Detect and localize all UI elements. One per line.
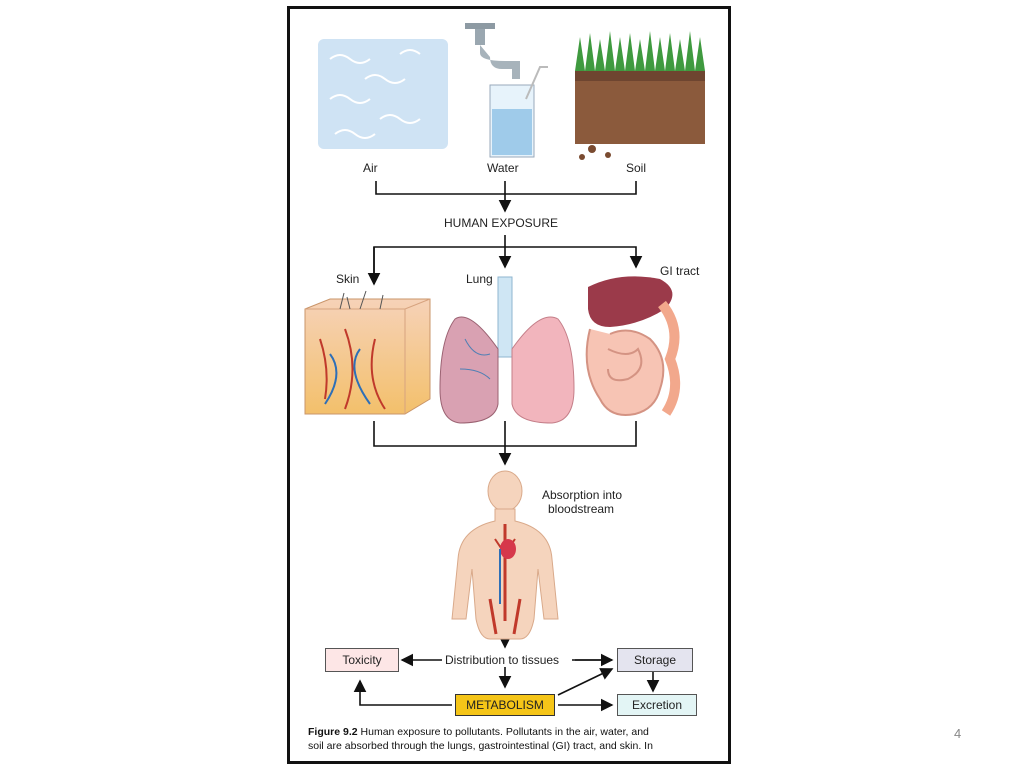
caption-figure-label: Figure 9.2 — [308, 726, 358, 738]
caption-line1: Human exposure to pollutants. Pollutants… — [360, 726, 649, 738]
water-illustration — [465, 23, 548, 158]
figure-frame: Air Water Soil HUMAN EXPOSURE Skin Lung … — [287, 6, 731, 764]
excretion-box: Excretion — [617, 694, 697, 716]
caption-line2: soil are absorbed through the lungs, gas… — [308, 740, 653, 752]
figure-caption: Figure 9.2 Human exposure to pollutants.… — [308, 725, 708, 753]
toxicity-box: Toxicity — [325, 648, 399, 672]
absorption-label-line2: bloodstream — [548, 502, 615, 516]
human-body-illustration — [451, 470, 559, 640]
skin-illustration — [304, 290, 431, 415]
gi-tract-label: GI tract — [660, 264, 700, 278]
page-number: 4 — [954, 726, 962, 741]
lung-illustration — [439, 276, 575, 424]
distribution-label: Distribution to tissues — [445, 653, 560, 667]
water-label: Water — [487, 161, 519, 175]
storage-box: Storage — [617, 648, 693, 672]
air-illustration — [318, 39, 448, 149]
gi-tract-illustration — [585, 276, 681, 416]
absorption-label-line1: Absorption into — [542, 488, 623, 502]
skin-label: Skin — [336, 272, 360, 286]
soil-label: Soil — [626, 161, 647, 175]
soil-illustration — [575, 31, 705, 160]
human-exposure-label: HUMAN EXPOSURE — [444, 216, 559, 230]
diagram-illustration — [304, 23, 705, 712]
lung-label: Lung — [466, 272, 493, 286]
air-label: Air — [363, 161, 378, 175]
metabolism-box: METABOLISM — [455, 694, 555, 716]
flow-arrows — [353, 181, 660, 712]
